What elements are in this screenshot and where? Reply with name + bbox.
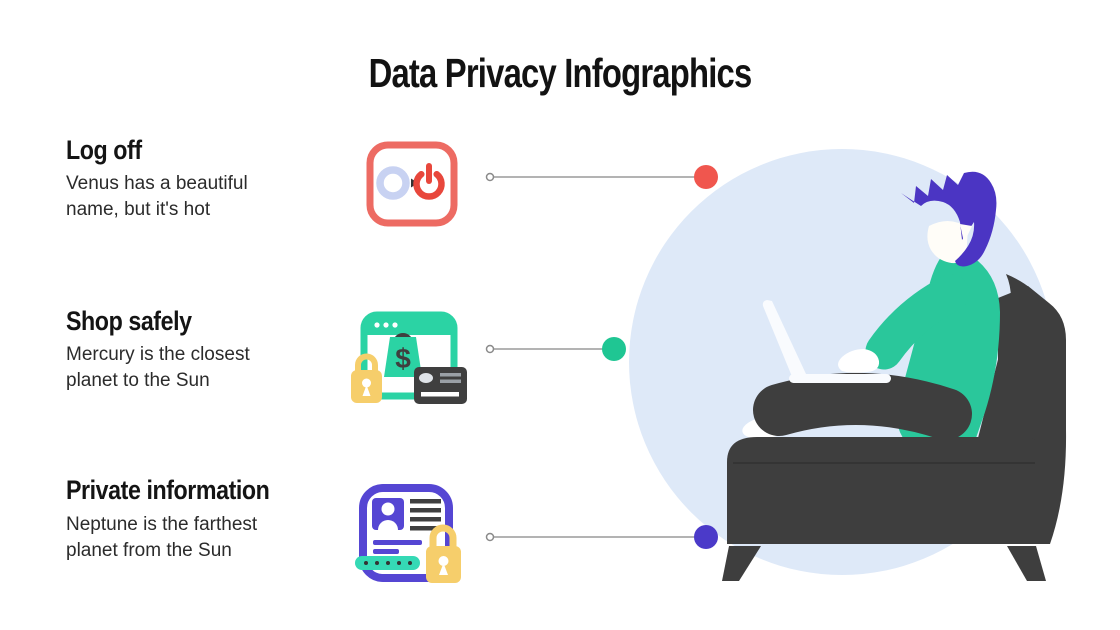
person-ear [960, 224, 972, 243]
avatar-head [381, 502, 395, 516]
power-logoff-icon [366, 141, 458, 227]
text-line [410, 499, 441, 504]
keyhole [362, 378, 371, 388]
browser-dot [392, 322, 398, 328]
keyhole-tail [362, 385, 371, 396]
keyhole-tail [439, 563, 448, 575]
connector-dot-purple [694, 525, 718, 549]
item-heading-log-off: Log off [66, 135, 142, 165]
text-line [410, 526, 441, 531]
connector-log-off [485, 165, 718, 189]
person-face [927, 220, 968, 264]
connector-dot-red [694, 165, 718, 189]
laptop-base [789, 374, 891, 383]
item-body-log-off: Venus has a beautiful name, but it's hot [66, 173, 248, 220]
credit-card-icon [414, 367, 467, 404]
avatar-shoulders [378, 520, 398, 530]
chair-seat-base [727, 437, 1041, 544]
browser-dot [383, 322, 389, 328]
password-dot [364, 561, 368, 565]
purple-line [373, 540, 422, 545]
padlock-shackle [429, 524, 457, 548]
chair-leg-right [1007, 546, 1046, 581]
connector-start-ring [485, 344, 495, 354]
card-line [440, 373, 461, 377]
connector-start-ring [485, 172, 495, 182]
item-heading-shop-safely: Shop safely [66, 306, 192, 336]
item-heading-private-information: Private information [66, 475, 270, 505]
password-dot [386, 561, 390, 565]
person-legs [753, 372, 972, 440]
power-arc [413, 170, 445, 200]
keyhole [438, 556, 449, 566]
card-stripe [421, 392, 459, 397]
password-dot [375, 561, 379, 565]
text-line [410, 508, 441, 513]
text-line [410, 517, 441, 522]
secure-shopping-icon: $ [351, 311, 467, 404]
person-hand [838, 349, 880, 373]
session-ring [376, 166, 410, 200]
person-hair [901, 171, 997, 267]
item-body-shop-safely: Mercury is the closest planet to the Sun [66, 344, 250, 391]
laptop-screen [762, 300, 806, 379]
browser-dot [374, 322, 380, 328]
browser-topbar [364, 315, 454, 335]
connector-start-ring [485, 532, 495, 542]
chair-leg-left [722, 546, 761, 581]
chair-pillow [978, 274, 1042, 438]
purple-line [373, 549, 399, 554]
page-title: Data Privacy Infographics [368, 50, 753, 96]
padlock-shackle [355, 353, 378, 372]
card-line [440, 379, 461, 383]
connector-private-information [485, 525, 718, 549]
card-chip [419, 373, 433, 383]
connector-dot-green [602, 337, 626, 361]
person-arm [865, 274, 970, 370]
shopping-bag [384, 337, 422, 377]
password-dot [408, 561, 412, 565]
dollar-sign: $ [395, 343, 411, 374]
connector-shop-safely [485, 337, 626, 361]
id-card-lock-icon [355, 484, 461, 583]
password-dot [397, 561, 401, 565]
item-body-private-information: Neptune is the farthest planet from the … [66, 514, 258, 561]
